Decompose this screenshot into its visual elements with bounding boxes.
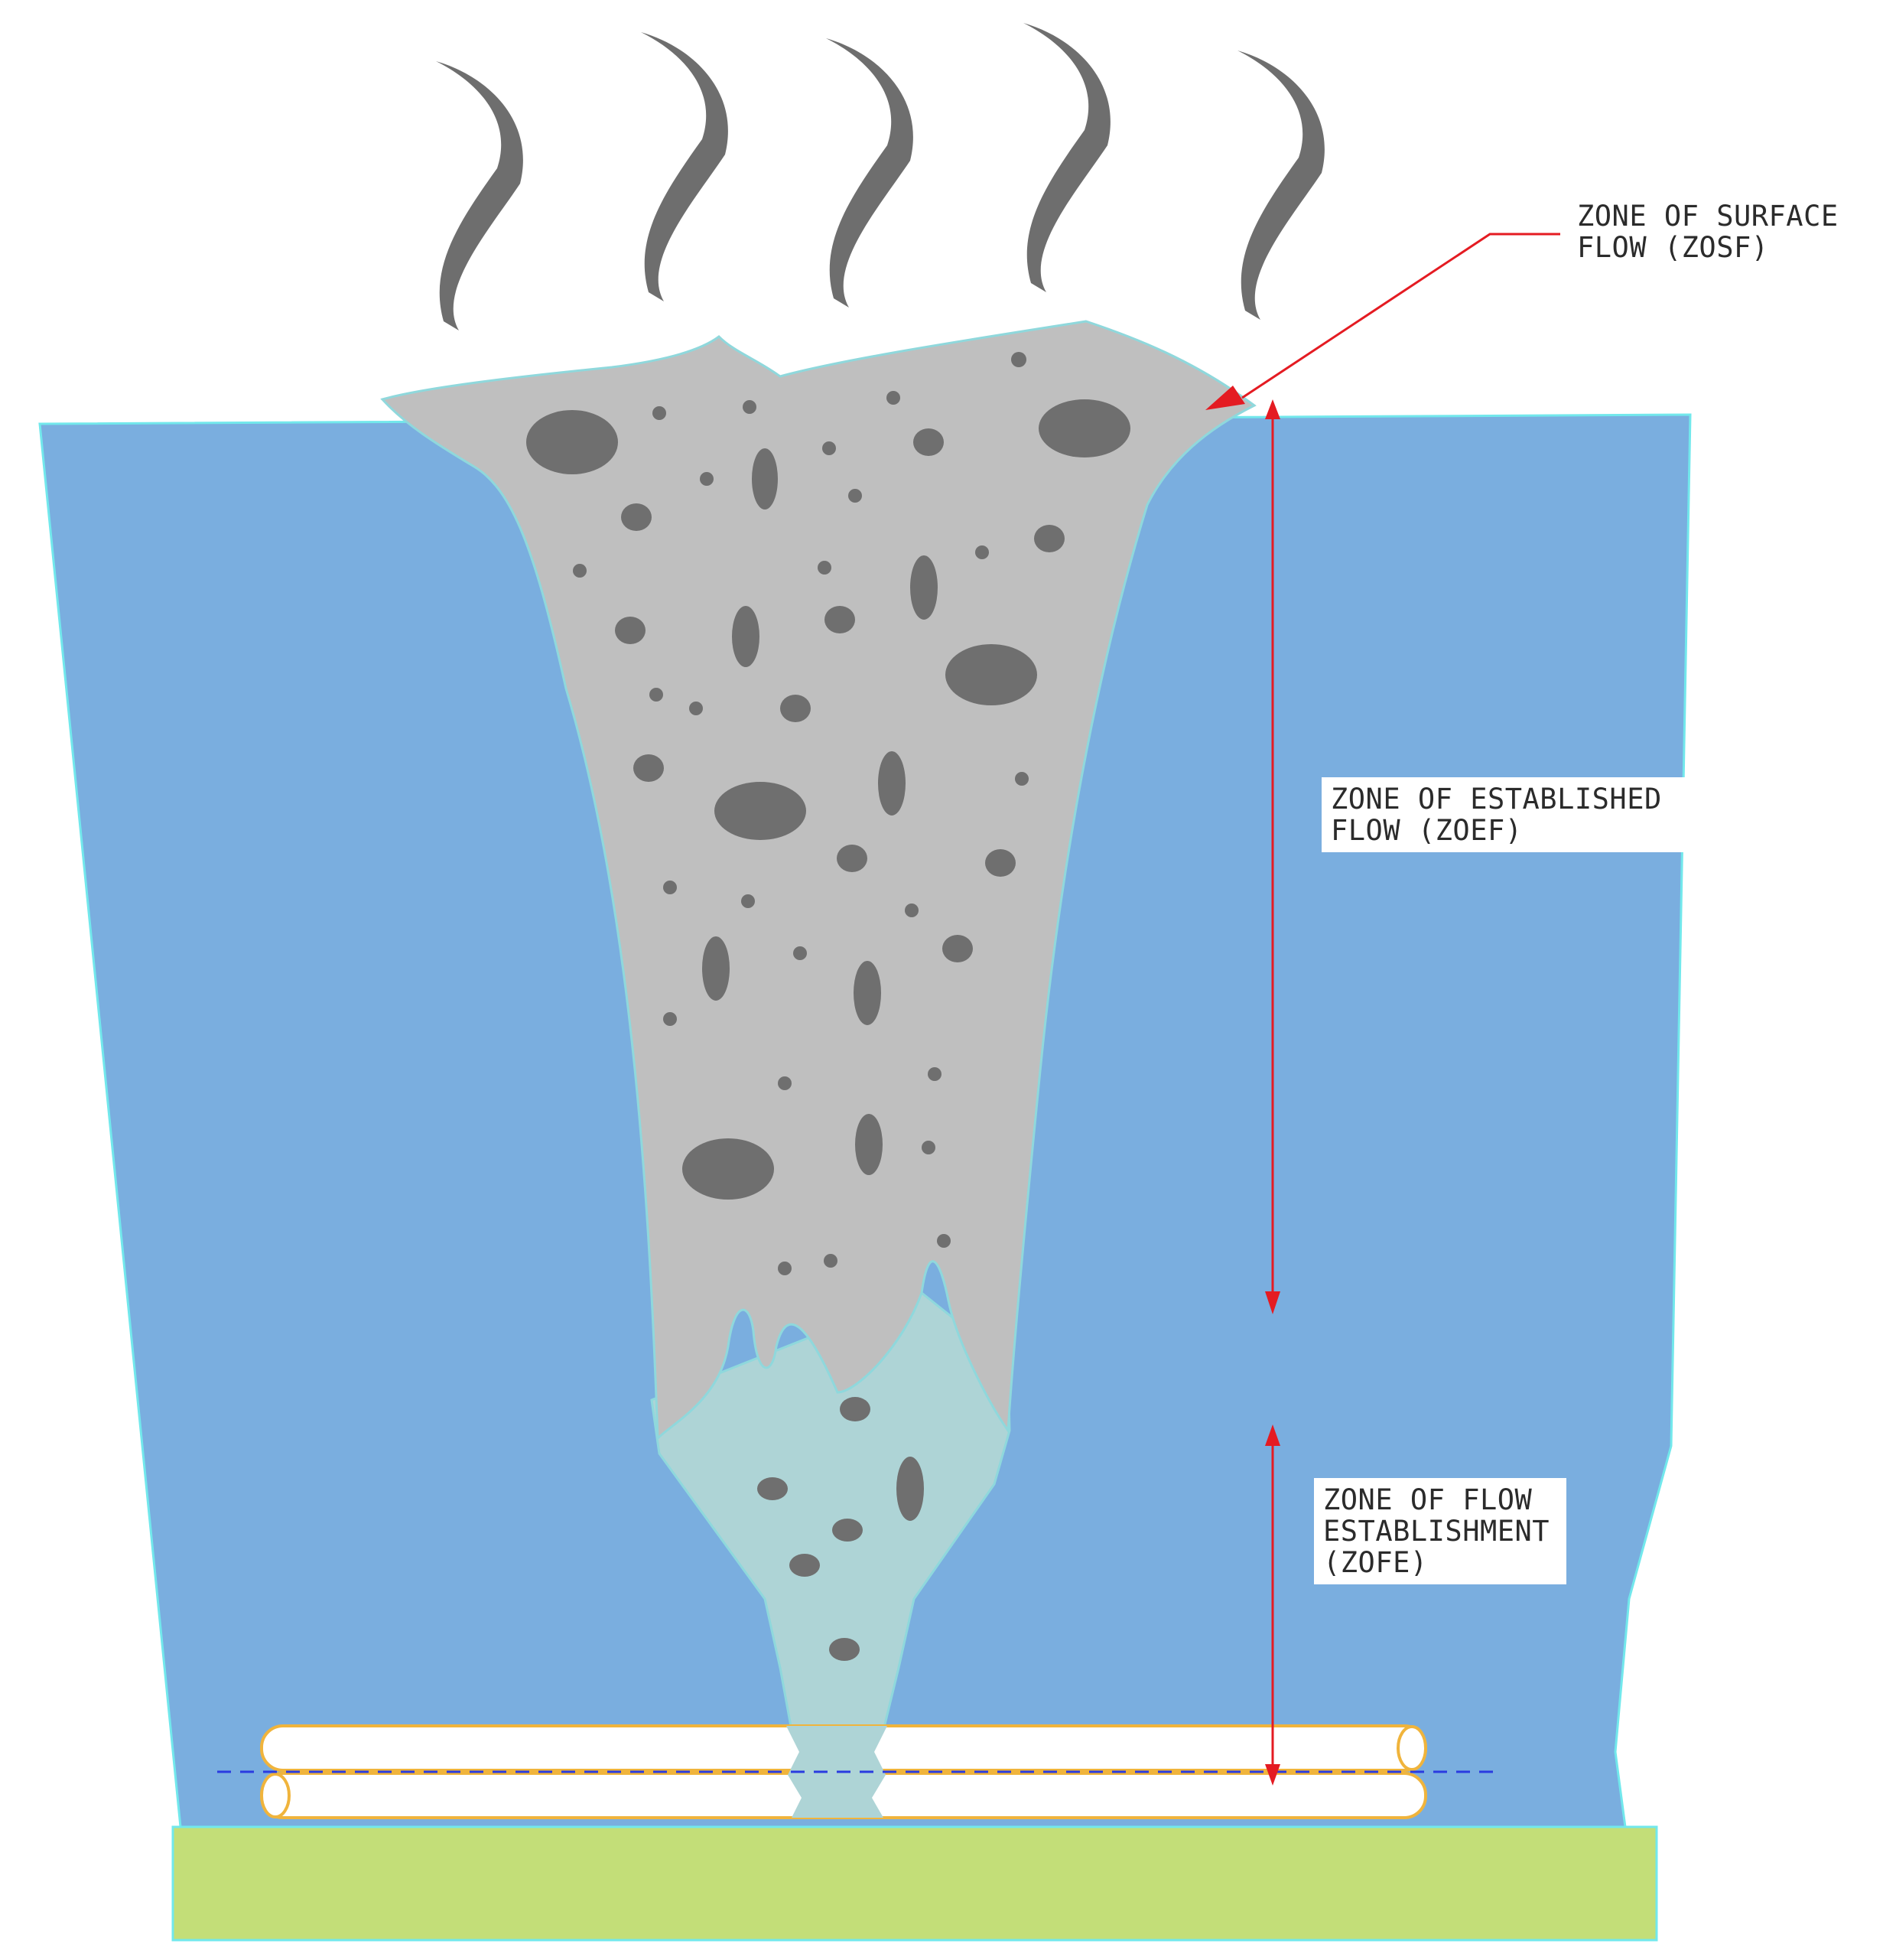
bubble — [878, 751, 906, 816]
bubble — [854, 961, 881, 1025]
bubble — [789, 1554, 820, 1577]
vapor-wisp — [826, 38, 913, 308]
vapor-wisp — [1023, 23, 1111, 292]
bubble — [840, 1397, 870, 1421]
bubble — [652, 406, 666, 420]
bubble — [702, 936, 730, 1001]
pipe-lower-end-cap — [260, 1773, 291, 1818]
bubble — [615, 617, 646, 644]
bubble — [741, 894, 755, 908]
bubble — [757, 1477, 788, 1500]
zoef-dimension-arrow — [1265, 399, 1280, 1314]
bubble — [818, 561, 831, 575]
bubble — [985, 849, 1016, 877]
pipe-upper-end-cap — [1397, 1725, 1427, 1771]
bubble — [649, 688, 663, 702]
bubble — [848, 489, 862, 503]
bubble — [910, 555, 938, 620]
bubble — [778, 1076, 792, 1090]
bubble — [913, 428, 944, 456]
bubble — [663, 881, 677, 894]
bubble — [1011, 352, 1026, 367]
bubble — [832, 1519, 863, 1542]
bubble — [743, 400, 756, 414]
bubble — [829, 1638, 860, 1661]
bubble — [945, 644, 1037, 705]
bubble — [778, 1262, 792, 1275]
bubble — [714, 782, 806, 840]
bubble — [793, 946, 807, 960]
plume-main — [380, 320, 1257, 1441]
bubble — [886, 391, 900, 405]
zofe-dimension-arrow — [1265, 1424, 1280, 1786]
bubble — [663, 1012, 677, 1026]
bubble — [975, 545, 989, 559]
vapor-wisps — [436, 23, 1325, 330]
bubble — [937, 1234, 951, 1248]
seabed — [171, 1825, 1658, 1942]
label-zone-of-surface-flow: ZONE OF SURFACE FLOW (ZOSF) — [1577, 200, 1839, 264]
vapor-wisp — [1237, 50, 1325, 320]
vapor-wisp — [436, 61, 523, 330]
bubble — [837, 845, 867, 872]
bubble — [824, 606, 855, 633]
zosf-leader-arrow — [1205, 233, 1560, 410]
bubble — [1039, 399, 1130, 457]
bubble — [732, 606, 759, 667]
bubble — [855, 1114, 883, 1175]
bubble — [621, 503, 652, 531]
bubble — [700, 472, 714, 486]
bubble — [928, 1067, 942, 1081]
bubble — [942, 935, 973, 962]
bubble — [824, 1254, 837, 1268]
bubble — [1015, 772, 1029, 786]
bubble — [905, 903, 919, 917]
vapor-wisp — [641, 32, 728, 301]
bubble — [526, 410, 618, 474]
bubble — [922, 1141, 935, 1154]
label-zone-of-established-flow: ZONE OF ESTABLISHED FLOW (ZOEF) — [1322, 777, 1699, 852]
bubble — [780, 695, 811, 722]
bubble — [896, 1457, 924, 1521]
bubble — [689, 702, 703, 715]
bubble — [822, 441, 836, 455]
bubble — [573, 564, 587, 578]
bubble — [752, 448, 778, 510]
gas-bubbles — [526, 352, 1130, 1661]
bubble — [682, 1138, 774, 1200]
label-zone-of-flow-establishment: ZONE OF FLOW ESTABLISHMENT (ZOFE) — [1314, 1478, 1566, 1584]
bubble — [633, 754, 664, 782]
bubble — [1034, 525, 1065, 552]
